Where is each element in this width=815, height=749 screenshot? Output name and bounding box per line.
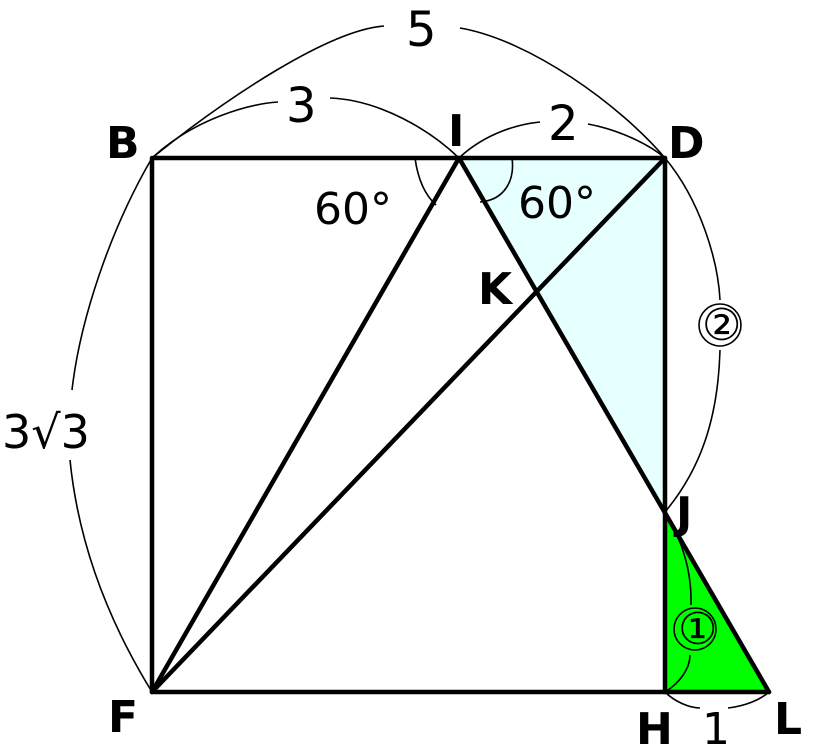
label-j: J	[673, 488, 692, 539]
circle-1-marker	[673, 607, 717, 651]
length-bi: 3	[286, 78, 317, 134]
length-jh: ①	[678, 604, 717, 655]
arc-bf	[69, 157, 153, 693]
label-l: L	[774, 694, 802, 745]
length-bd-total: 5	[406, 2, 437, 58]
segment-il	[456, 155, 772, 695]
length-bf: 3√3	[2, 405, 90, 459]
segment-if	[149, 155, 462, 695]
label-d: D	[668, 118, 705, 169]
length-dj: ②	[702, 300, 741, 351]
angle-arc-bif	[414, 157, 437, 206]
circle-2-marker	[698, 303, 742, 347]
angle-dij-label: 60°	[518, 178, 596, 229]
segment-df	[149, 155, 668, 695]
label-b: B	[106, 118, 140, 169]
label-k: K	[478, 264, 514, 315]
length-hl: 1	[702, 704, 730, 749]
length-id: 2	[548, 96, 579, 152]
arc-bi-3	[151, 97, 460, 159]
arc-id-2	[458, 121, 666, 159]
arc-dj	[664, 157, 721, 513]
label-i: I	[448, 106, 464, 157]
label-f: F	[108, 692, 138, 743]
angle-bif-label: 60°	[314, 184, 392, 235]
label-h: H	[636, 704, 673, 749]
